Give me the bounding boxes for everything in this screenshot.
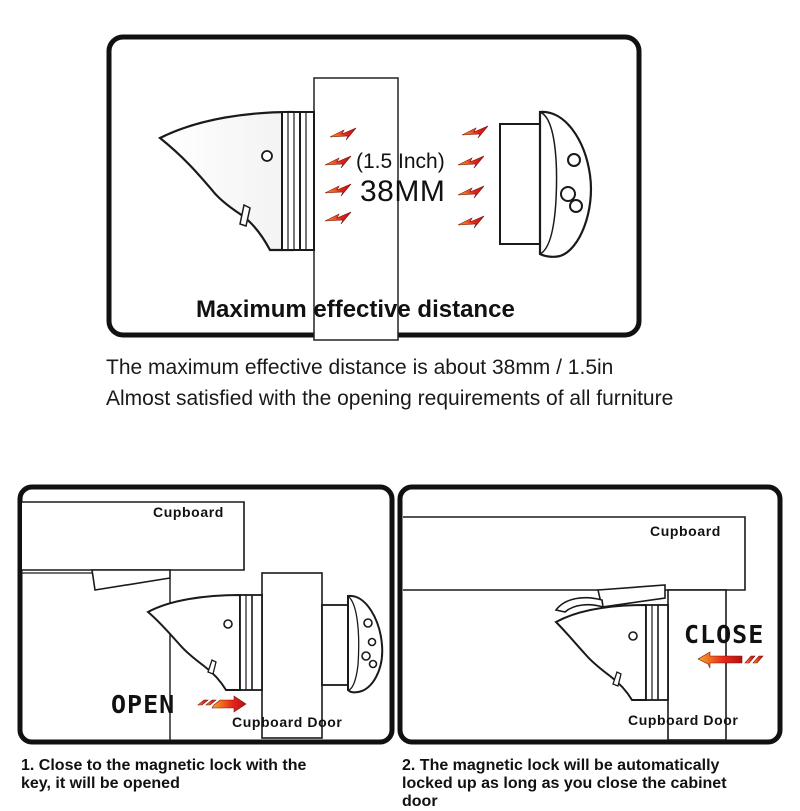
description-line-2: Almost satisfied with the opening requir… — [106, 387, 674, 410]
close-arrow — [697, 651, 764, 669]
close-label: CLOSE — [684, 620, 765, 649]
right-cupboard-label: Cupboard — [650, 523, 721, 539]
right-cupboard-door-label: Cupboard Door — [628, 712, 739, 728]
left-caption-line-1: 1. Close to the magnetic lock with the — [21, 757, 307, 774]
measure-mm-label: 38MM — [360, 175, 446, 208]
left-cupboard-label: Cupboard — [153, 504, 224, 520]
right-caption-line-3: door — [402, 793, 438, 810]
right-caption-line-2: locked up as long as you close the cabin… — [402, 775, 727, 792]
left-caption-line-2: key, it will be opened — [21, 775, 180, 792]
right-cupboard-slab — [403, 516, 746, 591]
right-lock-base — [554, 603, 669, 701]
top-lock-catch — [499, 110, 593, 258]
top-door-board — [313, 77, 399, 341]
left-cupboard-door-label: Cupboard Door — [232, 714, 343, 730]
left-lock-base — [146, 593, 263, 691]
right-door-board — [667, 589, 727, 741]
measure-inch-label: (1.5 Inch) — [356, 150, 445, 173]
top-lock-base — [157, 110, 315, 252]
right-caption-line-1: 2. The magnetic lock will be automatical… — [402, 757, 720, 774]
left-lock-catch — [321, 594, 384, 694]
top-magnetic-arrows — [324, 125, 489, 229]
top-panel-heading: Maximum effective distance — [196, 296, 515, 323]
description-line-1: The maximum effective distance is about … — [106, 356, 614, 379]
open-label: OPEN — [111, 690, 176, 719]
open-arrow — [197, 695, 247, 713]
